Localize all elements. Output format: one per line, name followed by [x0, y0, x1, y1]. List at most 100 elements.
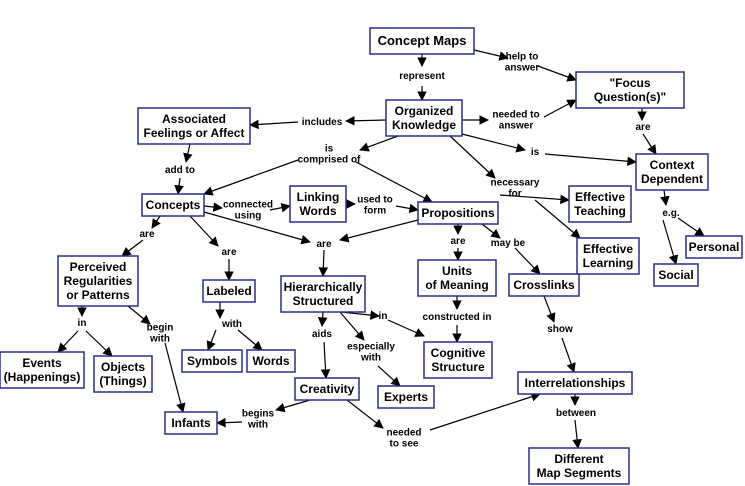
- connector-arrow: [269, 202, 291, 213]
- link-label-text: with: [221, 319, 242, 330]
- connector-arrow: [473, 49, 509, 61]
- concept-node-box: [417, 259, 497, 297]
- connector-arrow: [499, 194, 570, 205]
- connector-arrow: [642, 133, 657, 155]
- concept-node-line: Teaching: [574, 204, 626, 218]
- link-label-line: aids: [312, 329, 332, 340]
- link-label-line: especially: [347, 341, 395, 352]
- concept-node-personal: Personal: [685, 235, 743, 259]
- concept-node-box: [137, 107, 251, 145]
- link-label-text: are: [221, 247, 236, 258]
- concept-node-text: Crosslinks: [513, 278, 575, 292]
- concept-node-symbols: Symbols: [181, 349, 243, 373]
- connector-arrow: [237, 329, 263, 351]
- link-label-show: show: [547, 324, 573, 335]
- link-label-line: are: [635, 122, 650, 133]
- link-label-add-to: add to: [165, 165, 195, 176]
- link-label-line: e.g.: [662, 208, 679, 219]
- link-label-line: is: [325, 143, 334, 154]
- concept-node-box: [141, 193, 205, 217]
- link-label-are-center: are: [316, 239, 331, 250]
- link-label-text: add to: [165, 165, 195, 176]
- link-label-are-focus: are: [635, 122, 650, 133]
- connector-arrow: [377, 365, 401, 387]
- link-label-line: in: [379, 311, 388, 322]
- concept-node-line: Feelings or Affect: [144, 126, 245, 140]
- concept-node-box: [635, 153, 709, 191]
- concept-node-box: [385, 99, 463, 137]
- connector-arrow: [395, 203, 419, 214]
- link-label-line: includes: [302, 117, 343, 128]
- connector-arrow: [561, 337, 576, 373]
- concept-node-line: Concept Maps: [378, 33, 467, 48]
- concept-node-text: Social: [658, 268, 693, 282]
- connector-arrow: [660, 189, 670, 206]
- link-label-line: is: [531, 147, 540, 158]
- link-label-text: aids: [312, 329, 332, 340]
- link-label-line: show: [547, 324, 573, 335]
- connector-arrow: [461, 133, 526, 153]
- concept-node-line: Concepts: [146, 198, 201, 212]
- connector-arrow: [203, 159, 299, 196]
- concept-node-creativity: Creativity: [294, 377, 360, 401]
- concept-node-line: (Happenings): [4, 370, 81, 384]
- link-label-line: used to: [357, 194, 393, 205]
- concept-node-line: Events: [22, 356, 62, 370]
- link-label-are-concepts-left: are: [139, 229, 154, 240]
- concept-node-line: Infants: [171, 416, 211, 430]
- concept-node-box: [423, 341, 493, 379]
- concept-node-box: [528, 447, 630, 485]
- connector-arrow: [359, 135, 399, 152]
- concept-node-line: Hierarchically: [284, 280, 363, 294]
- concept-node-box: [685, 235, 743, 259]
- concept-node-box: [93, 355, 153, 393]
- concept-node-line: Words: [252, 354, 289, 368]
- link-label-text: are: [139, 229, 154, 240]
- link-label-line: using: [235, 210, 262, 221]
- concept-node-box: [294, 377, 360, 401]
- concept-node-events: Events(Happenings): [0, 351, 85, 389]
- link-label-line: connected: [223, 199, 273, 210]
- link-label-line: with: [247, 419, 268, 430]
- link-label-are-propositions: are: [450, 236, 465, 247]
- concept-node-line: Structure: [431, 360, 485, 374]
- connector-arrow: [572, 419, 582, 449]
- connector-arrow: [206, 329, 217, 351]
- concept-node-box: [181, 349, 243, 373]
- connector-arrow: [387, 319, 425, 337]
- concept-node-words: Words: [246, 349, 296, 373]
- link-label-line: form: [364, 205, 386, 216]
- connector-arrow: [127, 305, 151, 325]
- concept-node-line: of Meaning: [425, 278, 488, 292]
- concept-node-line: (Things): [99, 374, 146, 388]
- concept-node-social: Social: [653, 263, 699, 287]
- concept-node-line: Question(s)": [594, 90, 666, 104]
- link-label-text: are: [635, 122, 650, 133]
- link-label-line: with: [149, 333, 170, 344]
- concept-node-text: Concept Maps: [378, 33, 467, 48]
- link-label-between: between: [556, 408, 596, 419]
- link-label-text: is: [531, 147, 540, 158]
- concept-node-line: Learning: [583, 256, 634, 270]
- link-label-line: in: [78, 318, 87, 329]
- link-label-text: e.g.: [662, 208, 679, 219]
- link-label-text: in: [78, 318, 87, 329]
- link-label-text: are: [450, 236, 465, 247]
- concept-node-box: [280, 275, 366, 313]
- concept-node-line: Context: [650, 158, 695, 172]
- link-label-text: represent: [399, 71, 445, 82]
- link-label-may-be: may be: [491, 238, 526, 249]
- concept-node-line: Experts: [384, 390, 428, 404]
